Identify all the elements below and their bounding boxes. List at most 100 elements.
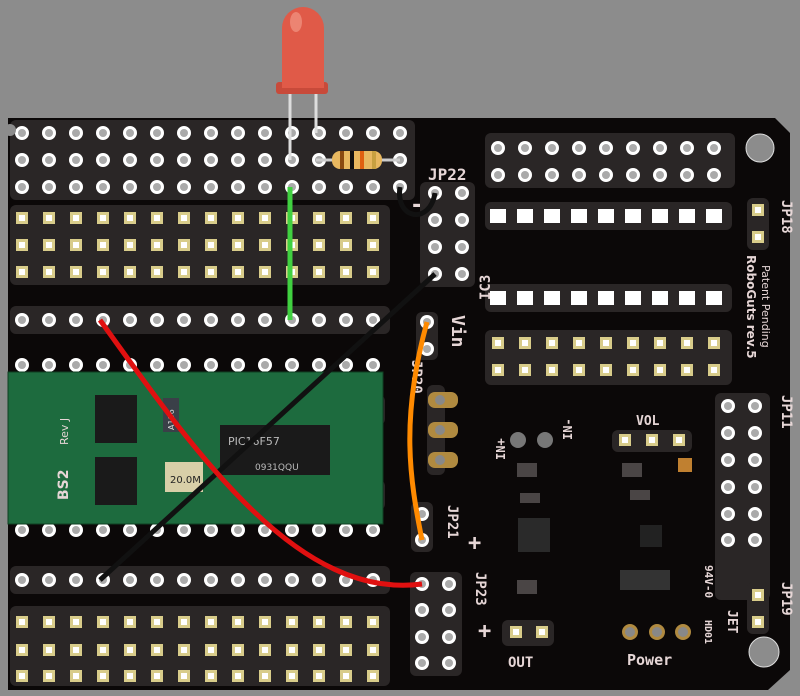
pin-hole-center bbox=[180, 576, 188, 584]
orange-wire[interactable] bbox=[407, 321, 430, 541]
square-pad-center bbox=[127, 215, 133, 221]
black-wire[interactable] bbox=[98, 272, 437, 582]
pin-hole-center bbox=[207, 526, 215, 534]
pin-hole-center bbox=[494, 171, 502, 179]
pin-hole-center bbox=[683, 171, 691, 179]
square-pad-center bbox=[522, 367, 528, 373]
label-jp23-plus: + bbox=[478, 619, 491, 644]
label-jp19: JP19 bbox=[778, 582, 794, 616]
pin-hole-center bbox=[153, 129, 161, 137]
pin-hole-center bbox=[423, 345, 431, 353]
red-wire[interactable] bbox=[97, 318, 423, 588]
pin-hole-center bbox=[153, 361, 161, 369]
square-pad-center bbox=[73, 269, 79, 275]
square-pad-center bbox=[316, 619, 322, 625]
pin-hole-center bbox=[342, 183, 350, 191]
socket-pad bbox=[544, 209, 560, 223]
pin-hole-center bbox=[153, 156, 161, 164]
red-led[interactable] bbox=[276, 7, 328, 160]
square-pad-center bbox=[316, 673, 322, 679]
pin-hole-center bbox=[431, 243, 439, 251]
pin-hole-center bbox=[710, 144, 718, 152]
pin-hole-center bbox=[261, 183, 269, 191]
pin-hole-center bbox=[180, 156, 188, 164]
square-pad-center bbox=[46, 647, 52, 653]
pin-hole-center bbox=[234, 576, 242, 584]
pin-hole-center bbox=[458, 243, 466, 251]
pin-hole-center bbox=[207, 183, 215, 191]
pin-hole-center bbox=[234, 316, 242, 324]
pin-hole-center bbox=[288, 576, 296, 584]
mounting-hole bbox=[748, 636, 780, 668]
square-pad-center bbox=[46, 215, 52, 221]
square-pad-center bbox=[154, 269, 160, 275]
pin-hole-center bbox=[494, 144, 502, 152]
square-pad-center bbox=[755, 592, 761, 598]
socket-pad bbox=[544, 291, 560, 305]
label-vol: VOL bbox=[636, 414, 660, 429]
pin-hole-center bbox=[18, 576, 26, 584]
pin-hole-center bbox=[369, 129, 377, 137]
pin-hole-center bbox=[180, 526, 188, 534]
pin-hole-center bbox=[369, 316, 377, 324]
square-pad-center bbox=[513, 629, 519, 635]
pin-hole-center bbox=[18, 316, 26, 324]
square-pad-center bbox=[181, 673, 187, 679]
pin-hole-center bbox=[99, 183, 107, 191]
pin-hole-center bbox=[126, 526, 134, 534]
pin-hole-center bbox=[261, 156, 269, 164]
square-pad-center bbox=[576, 367, 582, 373]
header-row bbox=[10, 306, 390, 334]
socket-pad bbox=[625, 209, 641, 223]
pin-hole-center bbox=[99, 361, 107, 369]
board-name: RoboGuts rev.5 bbox=[744, 255, 758, 359]
square-pad-center bbox=[208, 647, 214, 653]
pin-hole-center bbox=[99, 129, 107, 137]
socket-pad bbox=[517, 209, 533, 223]
label-jp22: JP22 bbox=[428, 165, 467, 184]
square-pad-center bbox=[289, 647, 295, 653]
pin-hole-center bbox=[207, 156, 215, 164]
eeprom-chip bbox=[95, 395, 137, 443]
square-pad-center bbox=[208, 619, 214, 625]
square-pad-center bbox=[154, 673, 160, 679]
pin-hole-center bbox=[288, 361, 296, 369]
socket-pad bbox=[706, 209, 722, 223]
pin-hole-center bbox=[180, 316, 188, 324]
pin-hole-center bbox=[751, 483, 759, 491]
pin-hole-center bbox=[548, 171, 556, 179]
pin-hole-center bbox=[99, 526, 107, 534]
pin-hole-center bbox=[724, 510, 732, 518]
pin-hole-center bbox=[126, 183, 134, 191]
pin-hole-center bbox=[724, 536, 732, 544]
square-pad-center bbox=[522, 340, 528, 346]
pin-hole-center bbox=[207, 129, 215, 137]
square-pad-center bbox=[755, 207, 761, 213]
pin-hole-center bbox=[72, 156, 80, 164]
pin-hole-center bbox=[234, 183, 242, 191]
square-pad-center bbox=[73, 673, 79, 679]
pin-hole-center bbox=[261, 316, 269, 324]
pin-hole-center bbox=[72, 316, 80, 324]
power-pad-hole bbox=[652, 627, 662, 637]
pin-hole-center bbox=[602, 171, 610, 179]
square-pad-center bbox=[235, 673, 241, 679]
square-pad-center bbox=[603, 367, 609, 373]
socket-pad bbox=[490, 291, 506, 305]
pin-hole-center bbox=[751, 510, 759, 518]
pin-hole-center bbox=[431, 216, 439, 224]
pin-hole-center bbox=[234, 361, 242, 369]
label-rating: 94V-0 bbox=[702, 565, 715, 598]
square-pad-center bbox=[100, 269, 106, 275]
square-pad-center bbox=[235, 647, 241, 653]
square-pad-center bbox=[154, 215, 160, 221]
pin-hole-center bbox=[342, 526, 350, 534]
square-pad-center bbox=[100, 673, 106, 679]
pin-hole-center bbox=[751, 536, 759, 544]
black-jumper-wire[interactable] bbox=[397, 186, 438, 218]
resistor[interactable] bbox=[316, 151, 400, 169]
square-pad-center bbox=[154, 619, 160, 625]
pin-hole-center bbox=[724, 456, 732, 464]
square-pad-center bbox=[603, 340, 609, 346]
square-pad-center bbox=[657, 367, 663, 373]
